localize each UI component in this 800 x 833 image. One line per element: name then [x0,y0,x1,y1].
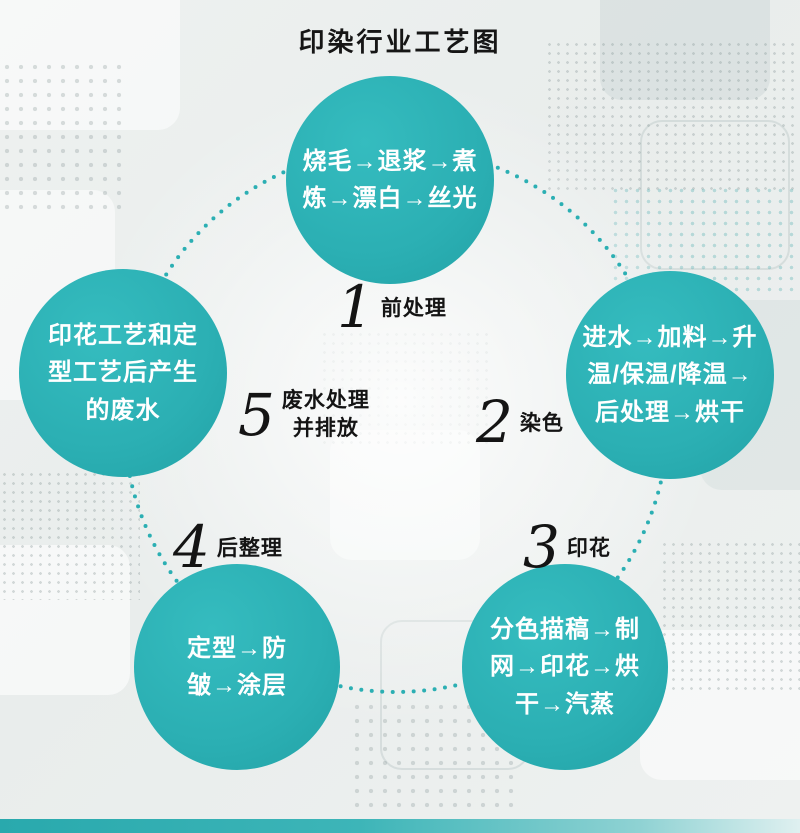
step-number: 4 [173,513,210,581]
node-text-line: 网→印花→烘 [490,653,640,681]
node-text-line: 烧毛→退浆→煮 [302,147,478,175]
step-label-text-line: 废水处理 [281,388,370,412]
step-label-5: 5 废水处理 并排放 [238,386,370,444]
node-wastewater-circle: 印花工艺和定 型工艺后产生 的废水 [19,269,227,477]
step-label-text: 废水处理 并排放 [282,387,370,444]
node-text-line: 的废水 [85,396,161,424]
step-label-3: 3 印花 [523,518,611,576]
node-text-line: 进水→加料→升 [582,324,758,352]
step-number: 1 [337,273,374,341]
node-pretreatment-circle: 烧毛→退浆→煮 炼→漂白→丝光 [286,76,494,284]
node-text-line: 型工艺后产生 [48,359,198,387]
step-label-text: 前处理 [380,297,447,320]
node-text-line: 定型→防 [187,634,287,662]
diagram-title: 印染行业工艺图 [298,27,502,57]
step-label-text-line: 并排放 [292,417,359,440]
step-number: 5 [238,381,275,449]
step-label-1: 1 前处理 [337,278,447,336]
step-label-text: 染色 [519,412,564,435]
step-label-2: 2 染色 [476,393,564,451]
step-label-text: 后整理 [216,537,283,560]
node-finishing-circle: 定型→防 皱→涂层 [134,564,340,770]
node-text-line: 皱→涂层 [187,672,287,699]
node-dyeing-circle: 进水→加料→升 温/保温/降温→ 后处理→烘干 [566,271,774,479]
node-text-line: 后处理→烘干 [595,398,745,426]
node-text-line: 分色描稿→制 [490,616,640,644]
node-text-line: 温/保温/降温→ [587,361,753,389]
footer-accent-bar [0,819,800,833]
step-number: 3 [523,513,560,581]
step-label-4: 4 后整理 [173,518,283,576]
node-printing-circle: 分色描稿→制 网→印花→烘 干→汽蒸 [462,564,668,770]
node-text-line: 印花工艺和定 [48,322,198,350]
step-label-text: 印花 [566,537,611,560]
node-text-line: 炼→漂白→丝光 [302,185,478,212]
node-text-line: 干→汽蒸 [515,690,615,718]
step-number: 2 [476,388,513,456]
